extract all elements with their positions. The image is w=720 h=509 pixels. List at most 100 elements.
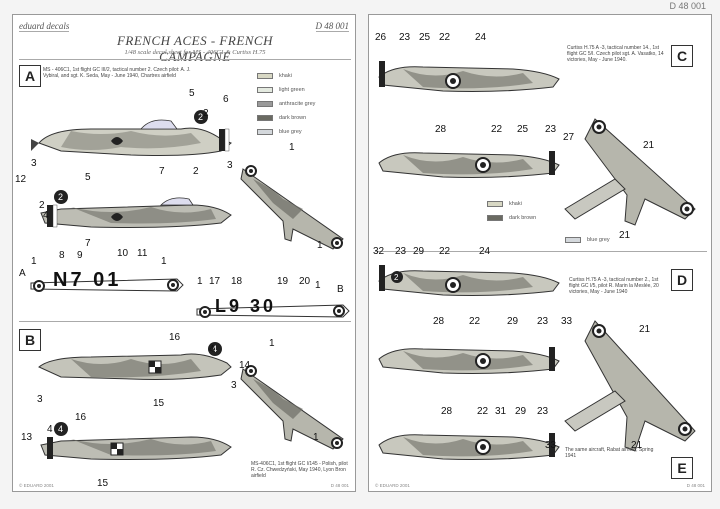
callout-number: 22 [491, 124, 503, 135]
swatch [257, 101, 273, 107]
callout-number: 9 [77, 250, 83, 261]
svg-text:4: 4 [58, 424, 63, 434]
svg-text:2: 2 [394, 273, 399, 282]
callout-number: 22 [439, 32, 451, 43]
aircraft-d-side-view-1: 2 [378, 265, 560, 296]
footer-copyright: © EDUARD 2001 [375, 483, 410, 488]
svg-text:2: 2 [198, 112, 203, 122]
aircraft-e-side-view [378, 433, 560, 460]
callout-number: 22 [469, 316, 481, 327]
footer-code: D 48 001 [686, 483, 705, 488]
callout-number: 32 [373, 246, 385, 257]
callout-number: 23 [537, 316, 549, 327]
section-rule [19, 321, 351, 322]
wing-code-a: N7 01 [53, 269, 122, 291]
callout-number: A [19, 268, 26, 279]
callout-number: 33 [545, 440, 557, 451]
section-letter-a: A [19, 65, 41, 87]
legend-item-light-green: light green [257, 87, 305, 93]
callout-number: 5 [189, 88, 195, 99]
callout-number: 8 [59, 250, 65, 261]
left-decal-sheet: eduard decals D 48 001 FRENCH ACES - FRE… [12, 14, 356, 492]
svg-text:4: 4 [212, 344, 217, 354]
section-d-note: Curtiss H.75 A -3, tactical number 2., 1… [569, 277, 659, 296]
footer-code: D 48 001 [330, 483, 349, 488]
section-letter-b: B [19, 329, 41, 351]
callout-number: 10 [117, 248, 129, 259]
swatch [257, 73, 273, 79]
aircraft-a-side-view-2: 2 [40, 190, 232, 228]
legend-item-khaki: khaki [487, 201, 522, 207]
section-a-note: MS - 406C1, 1st flight GC III/2, tactica… [43, 67, 191, 80]
section-letter-e: E [671, 457, 693, 479]
footer-copyright: © EDUARD 2001 [19, 483, 54, 488]
swatch [257, 87, 273, 93]
callout-number: 6 [223, 94, 229, 105]
callout-number: 1 [317, 240, 323, 251]
callout-number: 15 [153, 398, 165, 409]
callout-number: 28 [435, 124, 447, 135]
legend-item-blue-grey: blue grey [565, 237, 610, 243]
callout-number: 1 [197, 276, 203, 287]
callout-number: 1 [289, 142, 295, 153]
brand-label: eduard decals [19, 21, 70, 32]
callout-number: 1 [313, 432, 319, 443]
callout-number: 4 [43, 210, 49, 221]
legend-item-dark-brown: dark brown [487, 215, 536, 221]
aircraft-c-side-view-2 [378, 151, 560, 178]
sheet-subtitle: 1/48 scale decal sheet for MS - 406C1 & … [124, 49, 266, 56]
swatch [257, 115, 273, 121]
callout-number: 2 [193, 166, 199, 177]
callout-number: 23 [399, 32, 411, 43]
callout-number: 15 [97, 478, 109, 489]
aircraft-b-side-view-1: 4 [38, 342, 232, 380]
wing-code-b: L9 30 [215, 296, 277, 316]
aircraft-a-side-view-1: 2 [31, 110, 232, 156]
sheet-code-corner: D 48 001 [669, 1, 706, 11]
callout-number: 29 [413, 246, 425, 257]
callout-number: 23 [537, 406, 549, 417]
callout-number: 31 [495, 406, 507, 417]
callout-number: 18 [231, 276, 243, 287]
callout-number: 1 [269, 338, 275, 349]
callout-number: 29 [515, 406, 527, 417]
callout-number: 13 [21, 432, 33, 443]
callout-number: 12 [15, 174, 27, 185]
callout-number: 22 [439, 246, 451, 257]
aircraft-c-side-view-1 [378, 61, 560, 92]
callout-number: 24 [479, 246, 491, 257]
sheet-title: FRENCH ACES - FRENCH CAMPAGNE [116, 33, 273, 64]
aircraft-b-plan-view [240, 365, 344, 450]
svg-text:2: 2 [58, 192, 63, 202]
callout-number: 21 [631, 440, 643, 451]
section-b-note: MS-406C1, 1st flight GC I/145 - Polish, … [251, 461, 348, 480]
callout-number: 21 [619, 230, 631, 241]
callout-number: 25 [419, 32, 431, 43]
callout-number: 3 [31, 158, 37, 169]
callout-number: 29 [507, 316, 519, 327]
callout-number: 7 [159, 166, 165, 177]
aircraft-b-underside-wing [196, 304, 350, 318]
callout-number: 20 [299, 276, 311, 287]
callout-number: 28 [433, 316, 445, 327]
callout-number: 23 [395, 246, 407, 257]
callout-number: 4 [47, 424, 53, 435]
section-e-note: The same aircraft, Rabat airfield, Sprin… [565, 447, 654, 460]
aircraft-d-side-view-2 [378, 347, 560, 374]
swatch [565, 237, 581, 243]
legend-item-anthracite-grey: anthracite grey [257, 101, 315, 107]
swatch [487, 201, 503, 207]
callout-number: 3 [37, 394, 43, 405]
callout-number: 1 [315, 280, 321, 291]
callout-number: 25 [517, 124, 529, 135]
callout-number: B [337, 284, 344, 295]
callout-number: 16 [75, 412, 87, 423]
section-letter-d: D [671, 269, 693, 291]
section-c-note: Curtiss H.75 A -3, tactical number 14., … [567, 45, 664, 64]
legend-item-blue-grey: blue grey [257, 129, 302, 135]
section-letter-c: C [671, 45, 693, 67]
aircraft-c-plan-view [564, 118, 696, 226]
callout-number: 7 [85, 238, 91, 249]
aircraft-a-underside-wing [30, 278, 184, 292]
callout-number: 17 [209, 276, 221, 287]
